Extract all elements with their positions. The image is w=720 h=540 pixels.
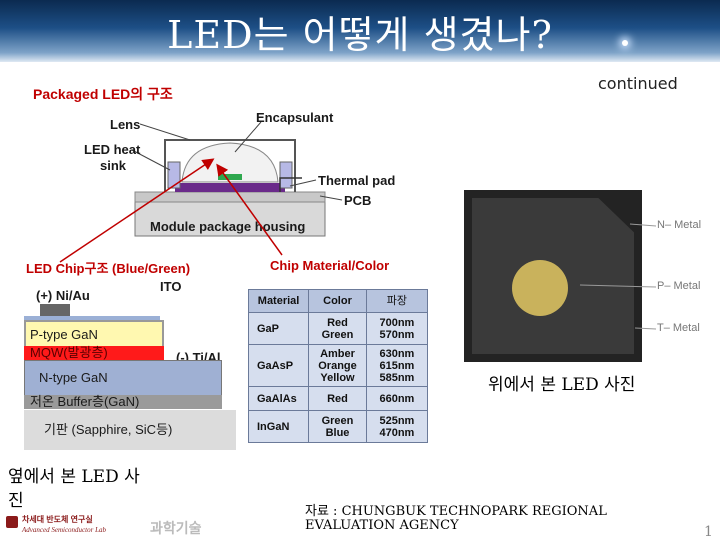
material-gap: GaP xyxy=(247,312,310,345)
sponsor-logo: 과학기술 xyxy=(150,521,202,537)
ni-au-label: (+) Ni/Au xyxy=(36,288,90,303)
n-type-layer: N-type GaN xyxy=(24,360,222,396)
p-metal-label: P– Metal xyxy=(657,280,701,292)
heat-sink-right xyxy=(279,161,293,189)
heat-sink-left xyxy=(167,161,181,189)
source-line-1: 자료 : CHUNGBUK TECHNOPARK REGIONAL xyxy=(305,504,607,519)
lab-logo-text: 차세대 반도체 연구실 xyxy=(22,515,93,524)
wavelength-cell: 660nm xyxy=(365,386,429,411)
side-view-caption-1: 옆에서 본 LED 사 xyxy=(8,467,140,487)
material-ingan: InGaN xyxy=(247,410,310,443)
packaged-led-title: Packaged LED의 구조 xyxy=(33,86,173,102)
star-glow xyxy=(622,40,628,46)
thermal-pad-shape xyxy=(175,183,285,192)
material-gaasp: GaAsP xyxy=(247,344,310,387)
chip-title: LED Chip구조 (Blue/Green) xyxy=(26,261,191,276)
lab-logo-icon xyxy=(6,516,18,528)
housing-label: Module package housing xyxy=(150,219,306,234)
ito-label: ITO xyxy=(160,279,182,294)
encapsulant-label: Encapsulant xyxy=(256,110,334,125)
lab-logo-subtext: Advanced Semiconductor Lab xyxy=(22,526,106,534)
material-gaalas: GaAlAs xyxy=(247,386,310,411)
thermal-pad-label: Thermal pad xyxy=(318,173,396,188)
material-arrow xyxy=(216,163,283,256)
p-type-layer: P-type GaN xyxy=(24,320,164,350)
top-view-caption: 위에서 본 LED 사진 xyxy=(488,375,636,395)
slide-title: LED는 어떻게 생겼나? xyxy=(167,13,553,57)
photo-leader-lines xyxy=(579,223,657,330)
chip-shape xyxy=(218,174,242,180)
chip-arrow xyxy=(59,158,215,263)
continued-label: continued xyxy=(598,74,678,93)
source-line-2: EVALUATION AGENCY xyxy=(305,518,459,533)
p-metal-pad xyxy=(512,260,568,316)
buffer-layer: 저온 Buffer층(GaN) xyxy=(24,395,222,409)
n-metal-label: N– Metal xyxy=(657,219,702,231)
mqw-layer: MQW(발광층) xyxy=(24,346,164,360)
t-metal-label: T– Metal xyxy=(657,322,700,334)
heat-sink-label-1: LED heat xyxy=(84,142,141,157)
heat-sink-outline xyxy=(164,139,296,192)
packaged-led-diagram xyxy=(131,121,343,237)
title-bar xyxy=(0,0,720,62)
header-color: Color xyxy=(308,289,367,313)
substrate-layer: 기판 (Sapphire, SiC등) xyxy=(24,410,236,450)
material-title: Chip Material/Color xyxy=(270,258,390,273)
ito-layer xyxy=(24,316,160,320)
lens-shape xyxy=(181,142,279,183)
heat-sink-label-2: sink xyxy=(100,158,127,173)
pcb-label: PCB xyxy=(344,193,372,208)
p-contact xyxy=(40,304,70,316)
side-view-caption-2: 진 xyxy=(8,491,24,511)
header-material: Material xyxy=(247,289,310,313)
lens-label: Lens xyxy=(110,117,141,132)
header-wavelength: 파장 xyxy=(365,289,429,313)
color-cell: Red xyxy=(308,386,367,411)
top-view-photo xyxy=(464,190,642,362)
page-number: 1 xyxy=(704,524,713,540)
